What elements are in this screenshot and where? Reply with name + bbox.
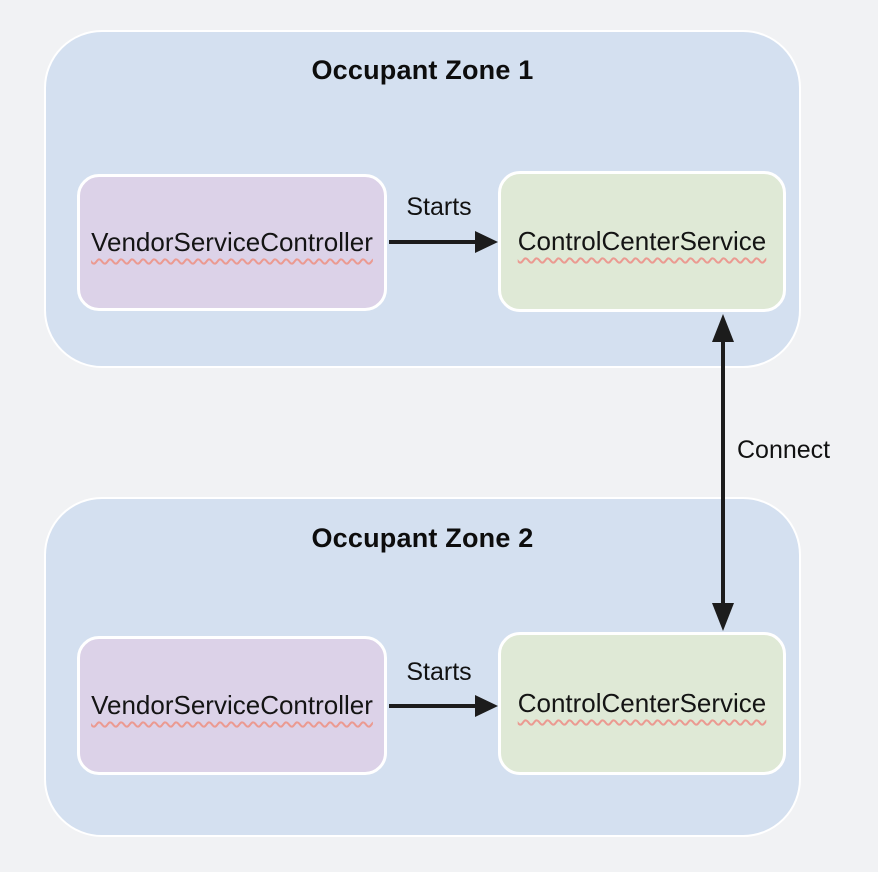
- vendor-service-controller-node-zone2: VendorServiceController: [77, 636, 387, 775]
- control-center-service-node-zone1: ControlCenterService: [498, 171, 786, 312]
- vendor-service-controller-label-zone1: VendorServiceController: [91, 227, 373, 257]
- connect-label: Connect: [737, 436, 831, 464]
- control-center-service-label-zone1: ControlCenterService: [517, 226, 767, 256]
- starts-label-zone2: Starts: [406, 658, 472, 686]
- vendor-service-controller-node-zone1: VendorServiceController: [77, 174, 387, 311]
- starts-label-zone1: Starts: [406, 193, 472, 221]
- occupant-zone-2-title: Occupant Zone 2: [311, 523, 534, 553]
- control-center-service-node-zone2: ControlCenterService: [498, 632, 786, 775]
- vendor-service-controller-label-zone2: VendorServiceController: [91, 690, 373, 720]
- control-center-service-label-zone2: ControlCenterService: [517, 688, 767, 718]
- occupant-zone-1-title: Occupant Zone 1: [311, 55, 534, 85]
